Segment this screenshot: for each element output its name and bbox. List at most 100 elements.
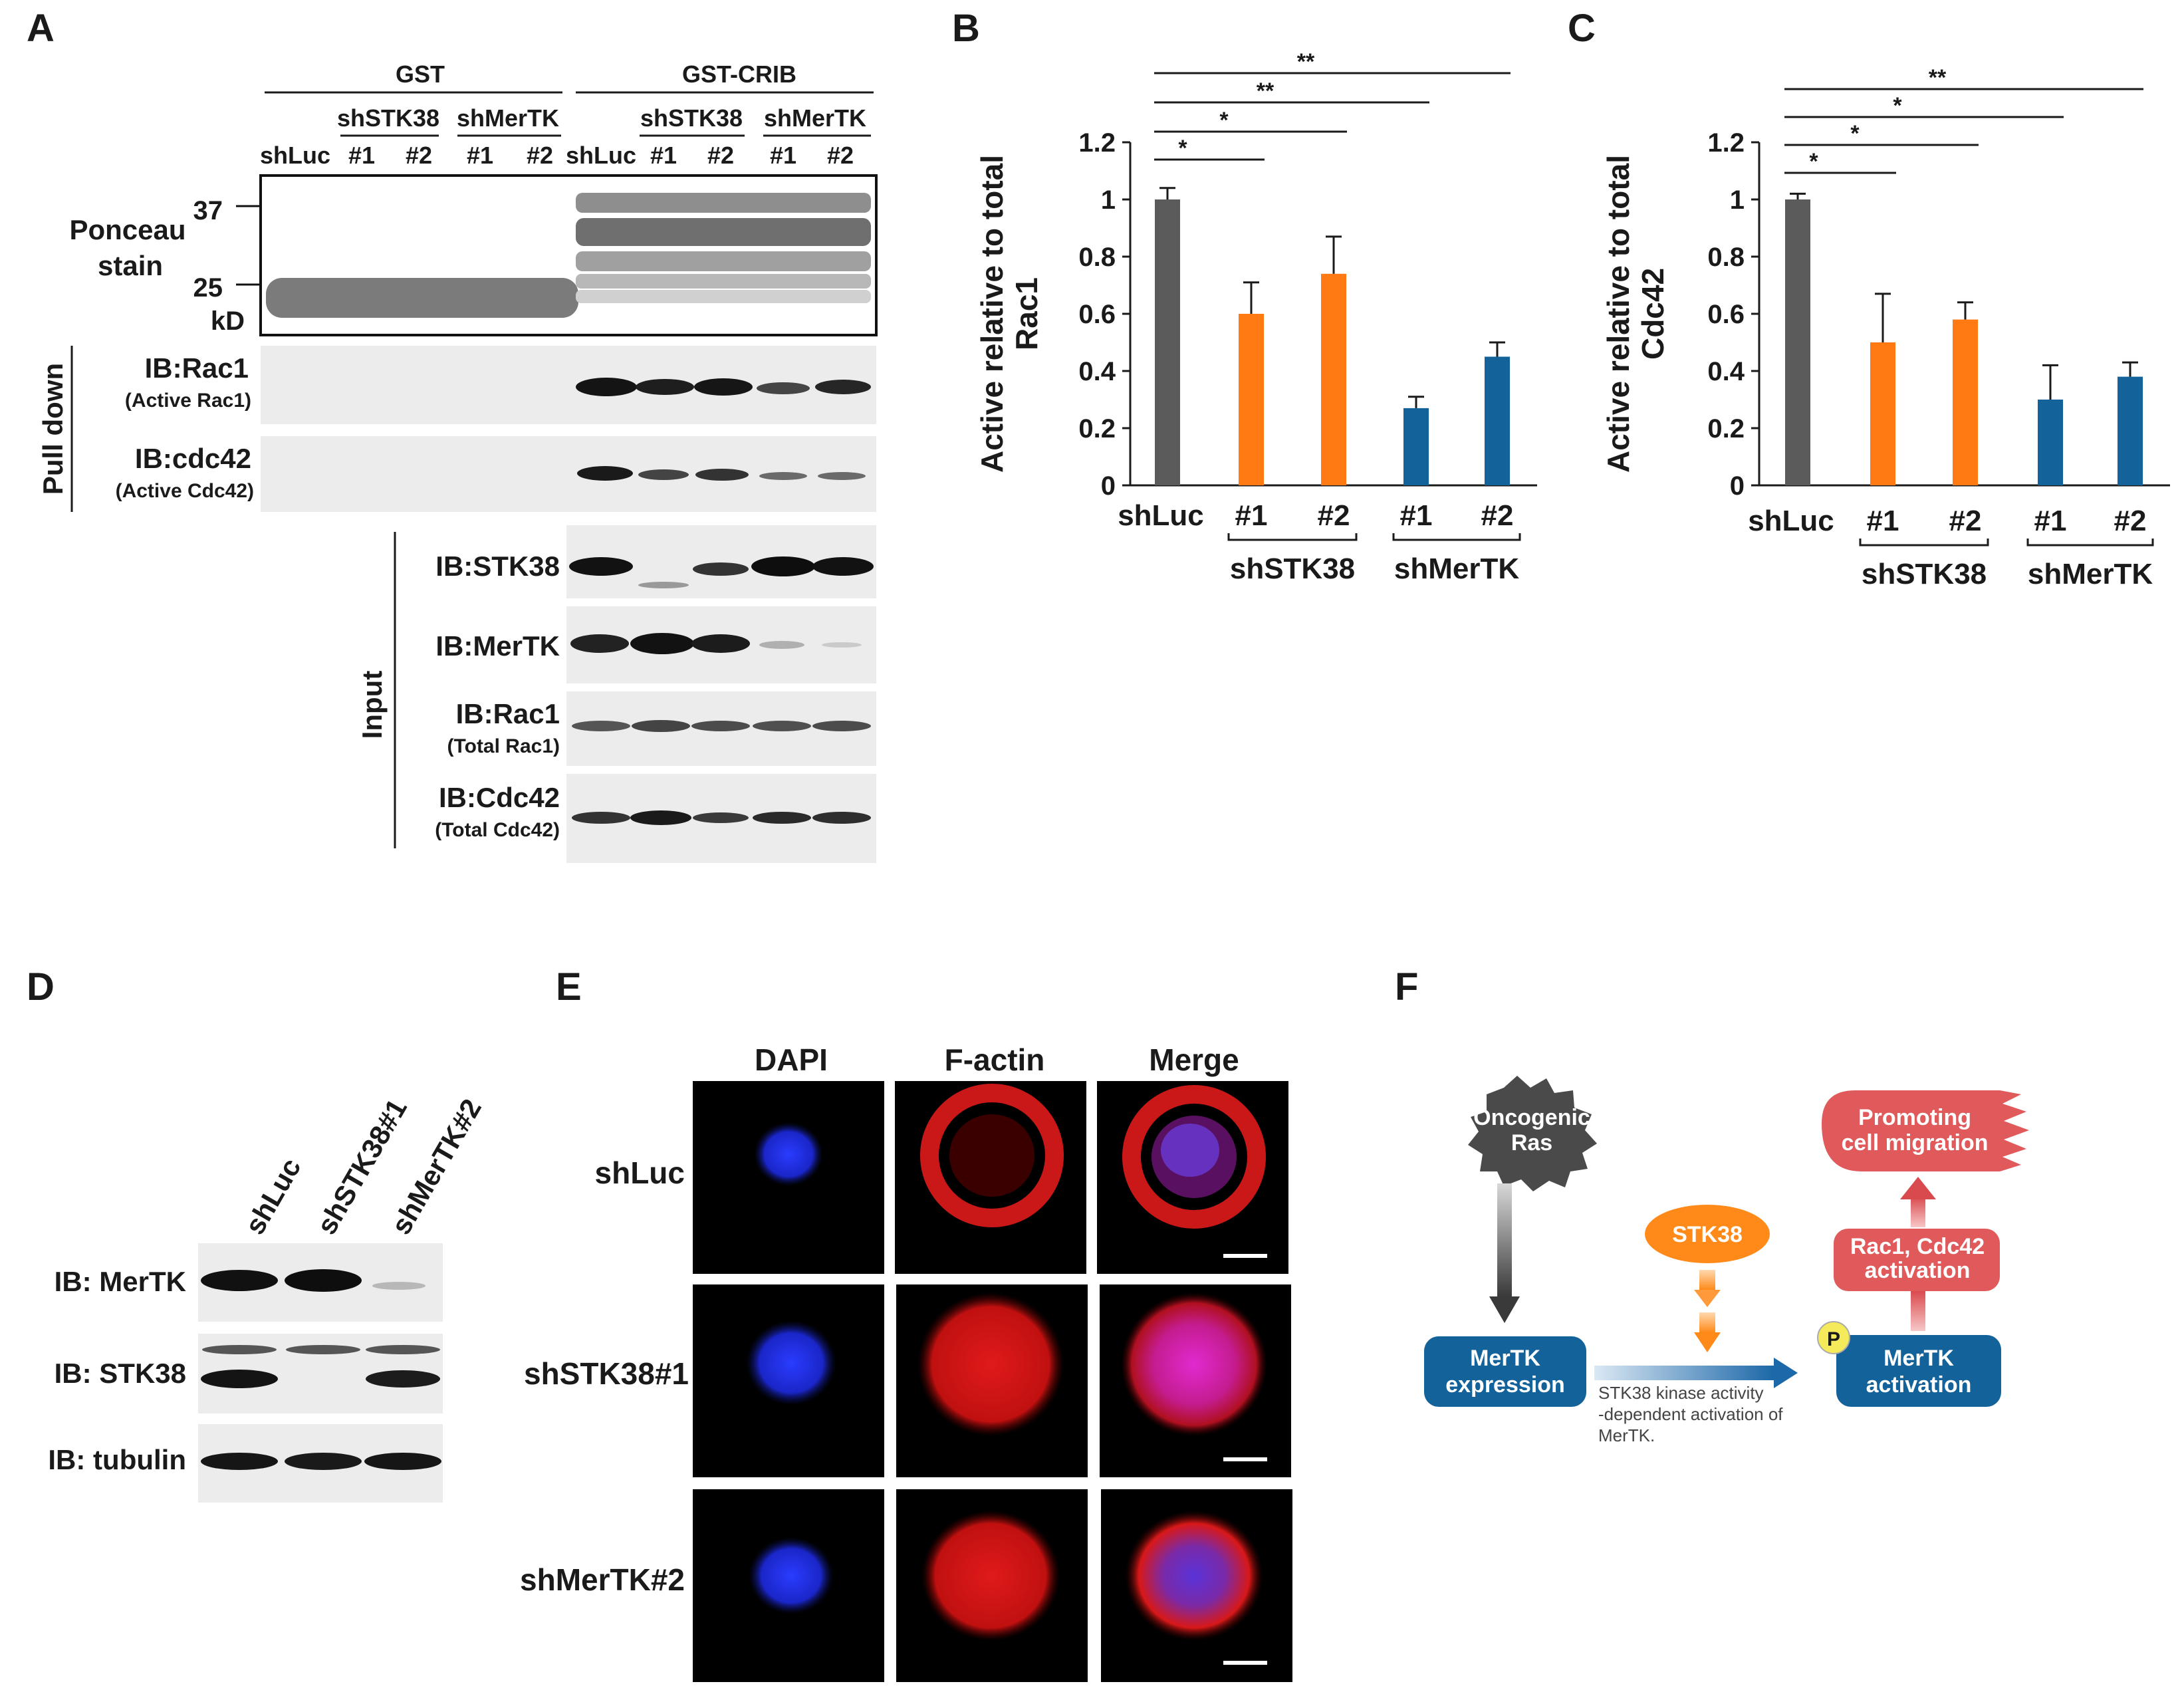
mertk-activation-node <box>1836 1335 2001 1407</box>
blot-band <box>695 469 749 481</box>
panel-e: E DAPI F-actin Merge shLuc shSTK38#1 shM… <box>520 965 1292 1682</box>
blot-mertk-bands <box>570 633 862 654</box>
blot-band <box>286 1345 360 1354</box>
panel-a-letter: A <box>27 7 55 50</box>
blot-band <box>818 472 866 480</box>
oncogenic-ras-line1: Oncogenic <box>1473 1105 1590 1130</box>
y-tick-label: 0.6 <box>1707 300 1745 329</box>
ponceau-label-line1: Ponceau <box>69 214 185 245</box>
a-lane-label: #1 <box>348 142 375 169</box>
bar <box>1321 273 1346 485</box>
phospho-label: P <box>1827 1328 1840 1350</box>
blot-cdc42-active-sub: (Active Cdc42) <box>116 480 254 502</box>
a-lane-labels: shLuc #1 #2 #1 #2 shLuc #1 #2 #1 #2 <box>260 142 854 169</box>
group-label: shMerTK <box>2028 558 2153 590</box>
category-label: #1 <box>1867 505 1899 537</box>
d-blot-label: IB: MerTK <box>55 1266 186 1297</box>
blot-rac1-active-sub: (Active Rac1) <box>125 390 251 412</box>
y-tick-label: 0 <box>1730 471 1745 501</box>
bar <box>1953 319 1978 485</box>
e-cell-interior <box>949 1114 1034 1197</box>
y-tick-label: 0.2 <box>1707 414 1745 443</box>
ponceau-label-line2: stain <box>98 250 163 281</box>
e-nucleus <box>1161 1124 1219 1177</box>
a-lane-label: #2 <box>827 142 854 169</box>
y-tick-label: 0.8 <box>1707 243 1745 272</box>
significance-label: * <box>1178 136 1187 161</box>
mertk-expression-line2: expression <box>1445 1372 1565 1398</box>
note-line1: STK38 kinase activity <box>1598 1383 1764 1403</box>
panel-d-letter: D <box>27 965 55 1009</box>
y-axis-label: Cdc42 <box>1636 268 1670 360</box>
panel-c-letter: C <box>1568 7 1596 50</box>
bar <box>1403 408 1429 485</box>
category-label: #2 <box>1949 505 1982 537</box>
ponceau-band <box>576 290 871 303</box>
y-tick-label: 0 <box>1101 471 1116 501</box>
blot-band <box>572 721 630 731</box>
blot-cdc42-total-label: IB:Cdc42 <box>439 782 560 813</box>
y-tick-label: 0.8 <box>1078 243 1116 272</box>
bar <box>2038 400 2063 485</box>
e-scale-bar <box>1223 1661 1267 1665</box>
marker-kd: kD <box>211 306 245 336</box>
y-axis-label: Active relative to total <box>1601 155 1636 473</box>
category-label: #1 <box>2034 505 2067 537</box>
blot-band <box>630 633 694 654</box>
blot-band <box>753 812 811 824</box>
a-lane-label: #2 <box>527 142 553 169</box>
group-label: shMerTK <box>1394 552 1519 585</box>
e-cell-cortex <box>920 1084 1064 1227</box>
a-lane-label: #1 <box>467 142 493 169</box>
blot-band <box>285 1453 362 1470</box>
panel-b-letter: B <box>952 7 980 50</box>
migration-node <box>1822 1090 2029 1171</box>
mertk-activation-line1: MerTK <box>1883 1346 1954 1371</box>
blot-band <box>570 634 629 653</box>
input-label: Input <box>356 671 388 739</box>
blot-band <box>638 469 689 480</box>
ponceau-band <box>576 218 871 246</box>
e-nucleus <box>746 1320 836 1405</box>
pulldown-label: Pull down <box>37 363 68 495</box>
group-label: shSTK38 <box>1862 558 1987 590</box>
note-line3: MerTK. <box>1598 1425 1655 1445</box>
a-shstk38-label-1: shSTK38 <box>337 104 439 132</box>
blot-band <box>201 1453 278 1470</box>
marker-25: 25 <box>193 273 223 303</box>
y-tick-label: 0.4 <box>1078 357 1116 386</box>
blot-cdc42-total-sub: (Total Cdc42) <box>435 819 560 841</box>
category-label: #2 <box>1481 499 1514 532</box>
ponceau-bands <box>266 193 871 318</box>
d-blot-label: IB: tubulin <box>48 1444 186 1475</box>
oncogenic-ras-line2: Ras <box>1511 1130 1552 1156</box>
blot-band <box>753 721 811 731</box>
stk38-arrow-head <box>1694 1290 1721 1307</box>
stk38-arrow-shaft <box>1699 1270 1715 1290</box>
group-bracket <box>1859 539 1989 547</box>
blot-rac1-total-label: IB:Rac1 <box>456 698 560 729</box>
blot-band <box>577 466 633 481</box>
blot-cdc42-active-label: IB:cdc42 <box>135 443 251 474</box>
category-label: #2 <box>1318 499 1350 532</box>
group-bracket <box>1392 533 1521 541</box>
rac-cdc42-line2: activation <box>1865 1258 1971 1283</box>
e-col-label: Merge <box>1149 1042 1239 1077</box>
e-col-label: DAPI <box>755 1042 828 1077</box>
e-nucleus <box>749 1537 834 1614</box>
bar <box>1485 356 1510 485</box>
blot-band <box>201 1370 278 1388</box>
ras-arrow-shaft <box>1497 1183 1512 1296</box>
gst-group-label: GST <box>396 61 445 88</box>
blot-band <box>285 1269 362 1292</box>
blot-band <box>812 721 871 731</box>
category-label: #1 <box>1235 499 1268 532</box>
e-cell <box>1125 1511 1263 1641</box>
y-axis-label: Active relative to total <box>975 155 1009 473</box>
stk38-arrow-head <box>1694 1332 1721 1352</box>
blot-band <box>636 379 694 395</box>
blot-band <box>822 642 862 648</box>
blot-band <box>757 382 810 394</box>
a-lane-label: #1 <box>650 142 677 169</box>
